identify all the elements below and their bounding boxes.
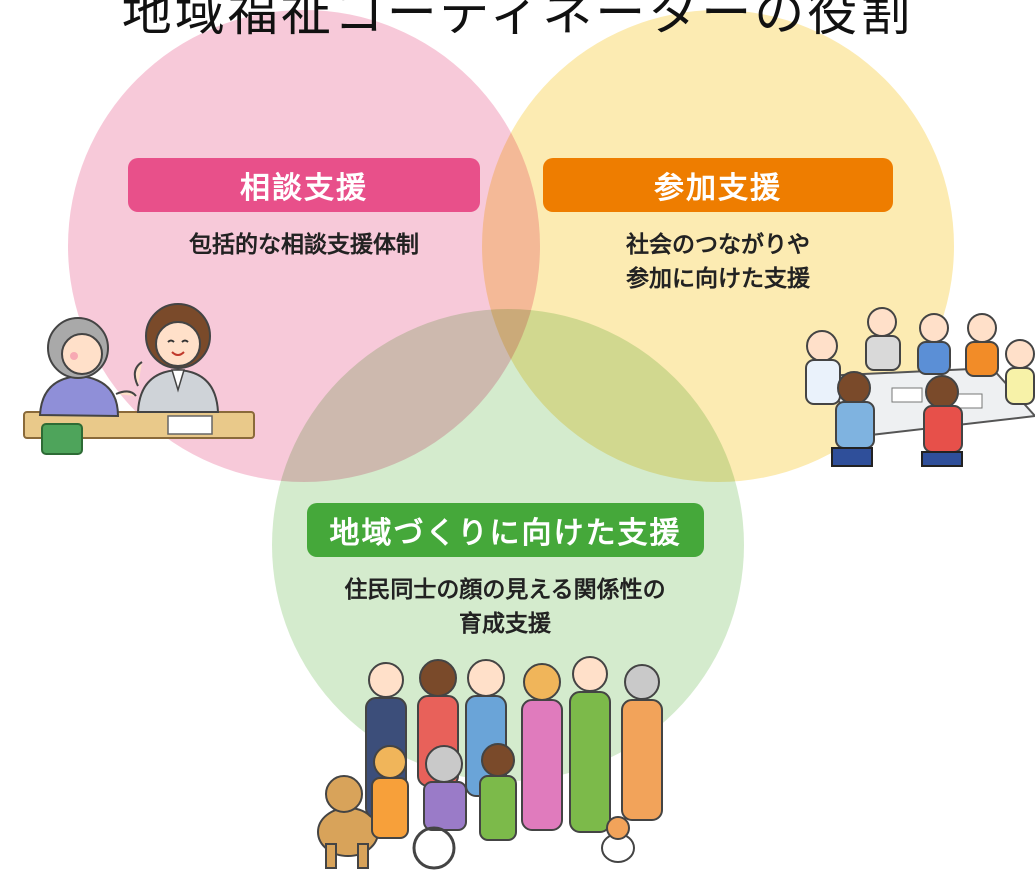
- meeting-people: [805, 307, 1035, 467]
- community-description-line-1: 住民同士の顔の見える関係性の: [344, 577, 666, 603]
- table-paper-1: [891, 387, 923, 403]
- community-description: 住民同士の顔の見える関係性の 育成支援: [280, 573, 730, 641]
- page-title: 地域福祉コーディネーターの役割: [121, 0, 914, 42]
- residents: [365, 656, 663, 870]
- elderly-person: [38, 317, 137, 418]
- participation-description-line-1: 社会のつながりや: [626, 232, 810, 258]
- staff-person: [133, 303, 220, 413]
- consultation-description-line-1: 包括的な相談支援体制: [189, 232, 419, 258]
- consultation-label: 相談支援: [128, 158, 480, 212]
- chair: [41, 423, 83, 455]
- community-illustration: [317, 656, 663, 870]
- desk-paper: [167, 415, 213, 435]
- consultation-illustration: [23, 303, 255, 455]
- community-label: 地域づくりに向けた支援: [307, 503, 704, 557]
- consultation-description: 包括的な相談支援体制: [128, 228, 480, 262]
- participation-illustration: [805, 307, 1035, 467]
- dog-illustration: [317, 775, 379, 869]
- cat-illustration: [601, 816, 635, 863]
- participation-description: 社会のつながりや 参加に向けた支援: [543, 228, 893, 296]
- community-description-line-2: 育成支援: [459, 611, 551, 637]
- participation-description-line-2: 参加に向けた支援: [626, 266, 810, 292]
- participation-label: 参加支援: [543, 158, 893, 212]
